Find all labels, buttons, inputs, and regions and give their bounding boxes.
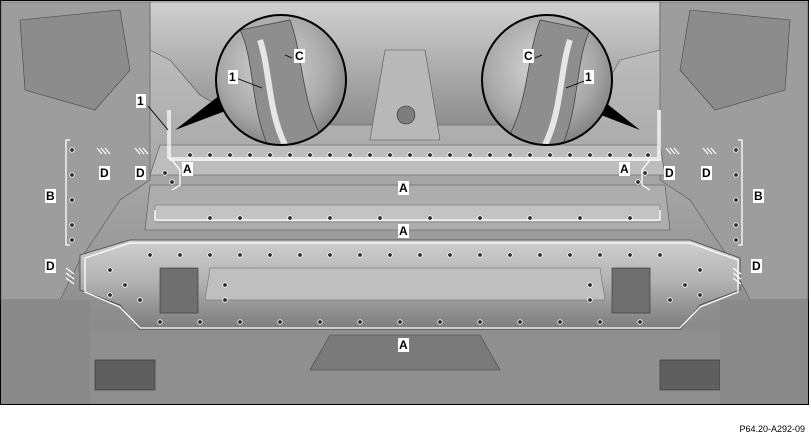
svg-text:D: D xyxy=(702,166,711,180)
svg-text:A: A xyxy=(399,338,408,352)
svg-text:A: A xyxy=(620,162,629,176)
weld-spots xyxy=(69,147,739,325)
callout-d-right-2: D xyxy=(701,166,712,180)
callout-d-left-1: D xyxy=(99,166,110,180)
body-shell xyxy=(0,1,809,404)
callout-a-lower: A xyxy=(398,338,409,352)
svg-text:D: D xyxy=(136,166,145,180)
svg-text:B: B xyxy=(46,189,55,203)
svg-text:D: D xyxy=(665,166,674,180)
weld-group-right-pillar xyxy=(738,139,743,246)
callout-a-right: A xyxy=(619,162,630,176)
callout-1-lens-right: 1 xyxy=(584,70,594,84)
weld-group-bumper-beam xyxy=(84,242,739,329)
callout-a-middle: A xyxy=(398,224,409,238)
svg-text:A: A xyxy=(399,224,408,238)
callout-a-upper-center: A xyxy=(398,181,409,195)
svg-text:A: A xyxy=(183,162,192,176)
callout-d-left-2: D xyxy=(135,166,146,180)
svg-text:C: C xyxy=(295,49,304,63)
svg-text:B: B xyxy=(754,189,763,203)
weld-group-upper-rear-panel xyxy=(167,110,659,159)
svg-text:C: C xyxy=(524,49,533,63)
callout-c-left: C xyxy=(294,49,305,63)
svg-text:D: D xyxy=(752,259,761,273)
svg-text:1: 1 xyxy=(137,94,144,108)
callout-b-left: B xyxy=(45,189,56,203)
callout-c-right: C xyxy=(523,49,534,63)
detail-lens-left xyxy=(175,14,347,146)
svg-text:1: 1 xyxy=(229,70,236,84)
callout-d-lower-right: D xyxy=(751,259,762,273)
svg-text:D: D xyxy=(100,166,109,180)
callout-1-panel: 1 xyxy=(136,94,146,108)
weld-group-cross-member xyxy=(154,210,661,221)
callout-d-right-1: D xyxy=(664,166,675,180)
detail-lens-right xyxy=(481,14,640,146)
svg-text:D: D xyxy=(46,259,55,273)
seam-weld-symbols xyxy=(65,147,742,285)
svg-text:1: 1 xyxy=(585,70,592,84)
svg-text:A: A xyxy=(399,181,408,195)
callout-d-lower-left: D xyxy=(45,259,56,273)
callout-b-right: B xyxy=(753,189,764,203)
figure-code: P64.20-A292-09 xyxy=(739,424,805,434)
callout-1-lens-left: 1 xyxy=(228,70,238,84)
callout-a-left: A xyxy=(182,162,193,176)
weld-group-left-pillar xyxy=(65,139,70,246)
weld-outlines xyxy=(65,110,743,329)
